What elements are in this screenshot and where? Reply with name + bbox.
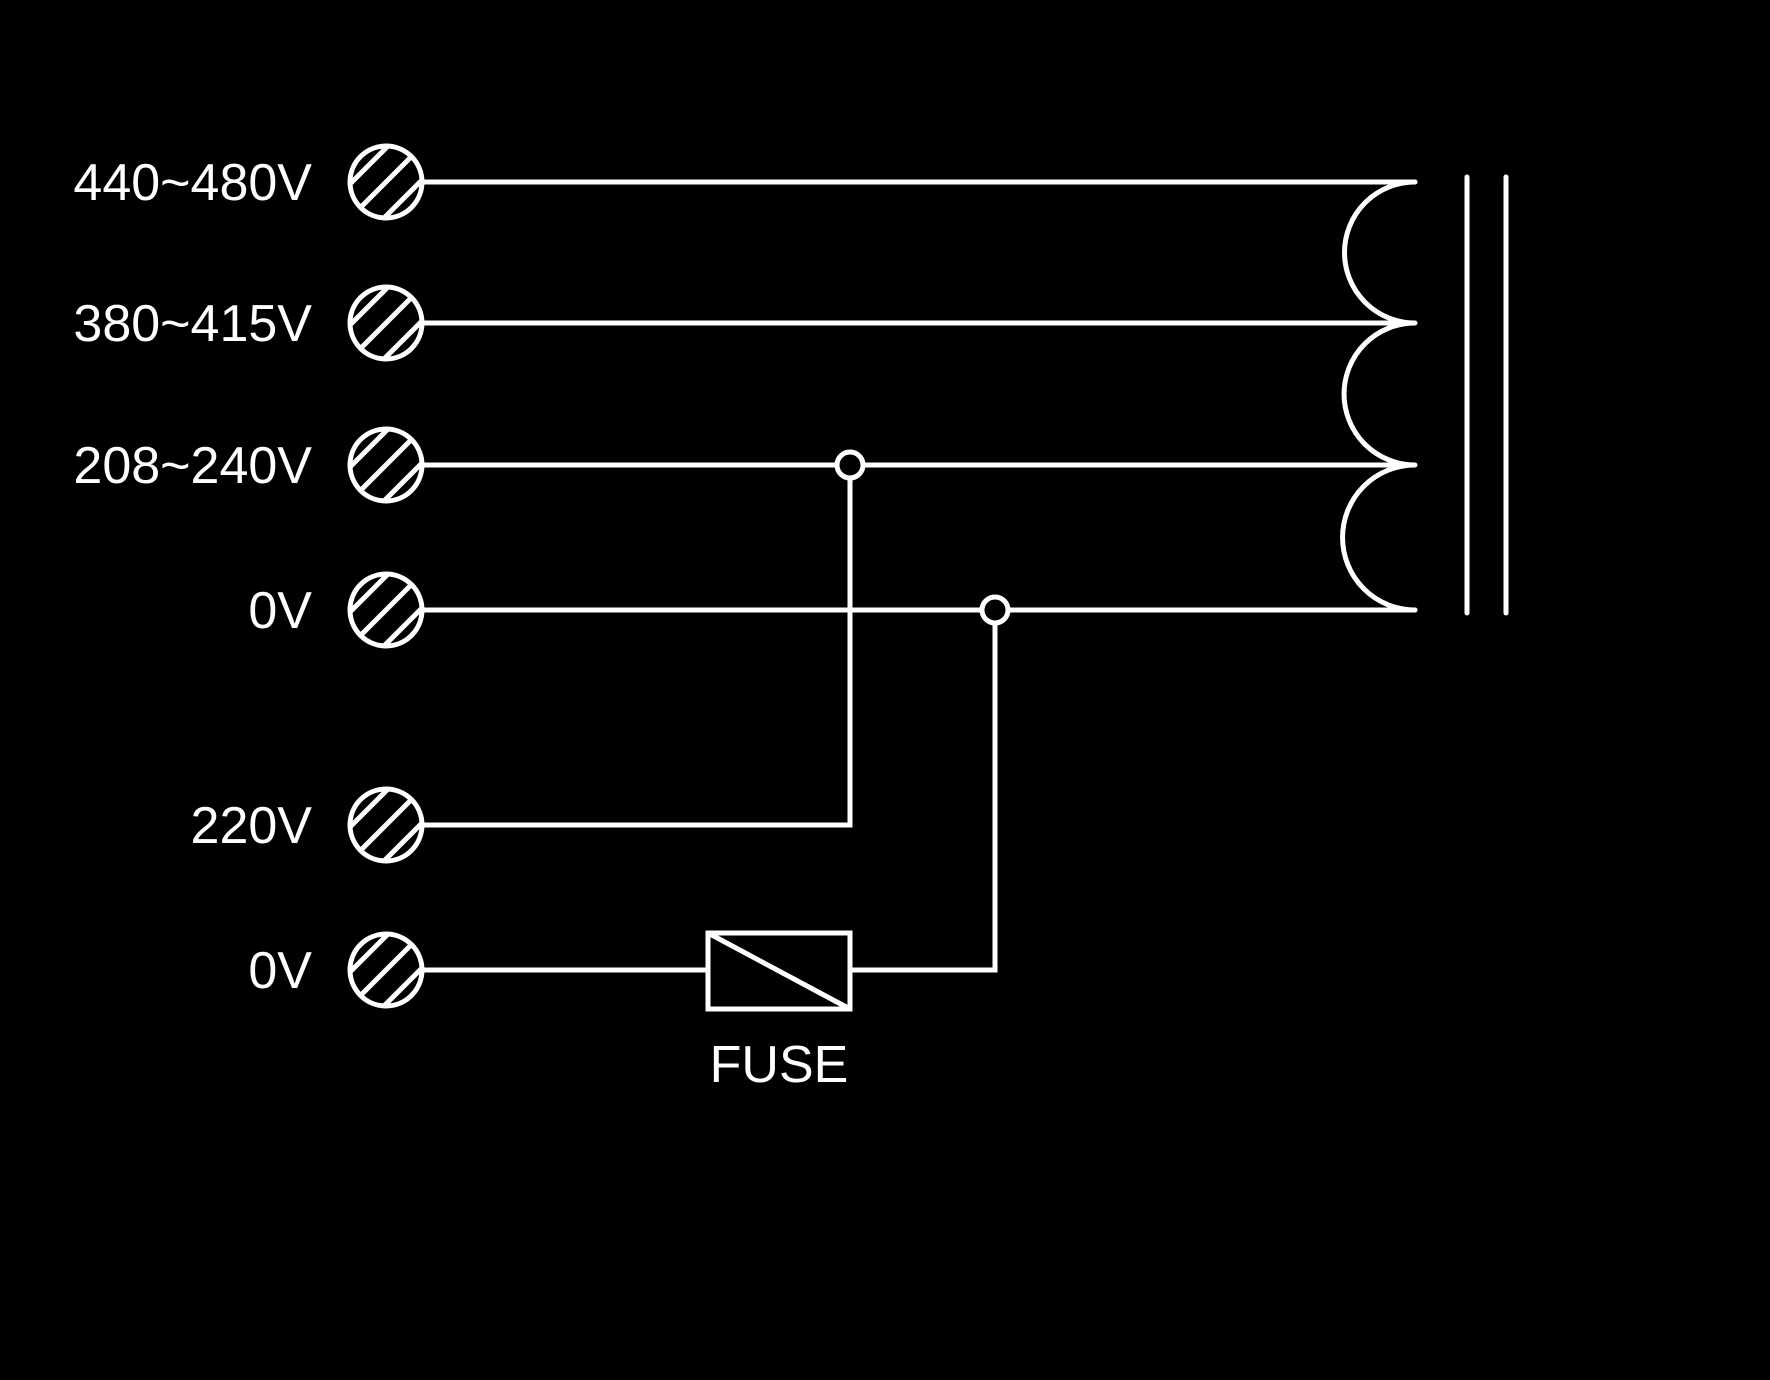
terminal-label-220v: 220V <box>191 797 313 855</box>
terminal-label-208-240v: 208~240V <box>73 437 312 495</box>
junction-node-220v <box>834 449 866 481</box>
transformer-winding-coil <box>1340 179 1418 613</box>
junction-node-0v <box>979 594 1011 626</box>
fuse-label: FUSE <box>710 1036 849 1094</box>
wire-220v-branch <box>421 462 853 828</box>
terminal-label-0v-primary: 0V <box>248 582 312 640</box>
terminal-label-440-480v: 440~480V <box>73 154 312 212</box>
fuse-body <box>705 930 853 1012</box>
terminal-label-0v-secondary: 0V <box>248 942 312 1000</box>
terminal-label-380-415v: 380~415V <box>73 295 312 353</box>
fuse-diagonal <box>705 930 853 1012</box>
wire-fuse-branch <box>847 607 998 973</box>
